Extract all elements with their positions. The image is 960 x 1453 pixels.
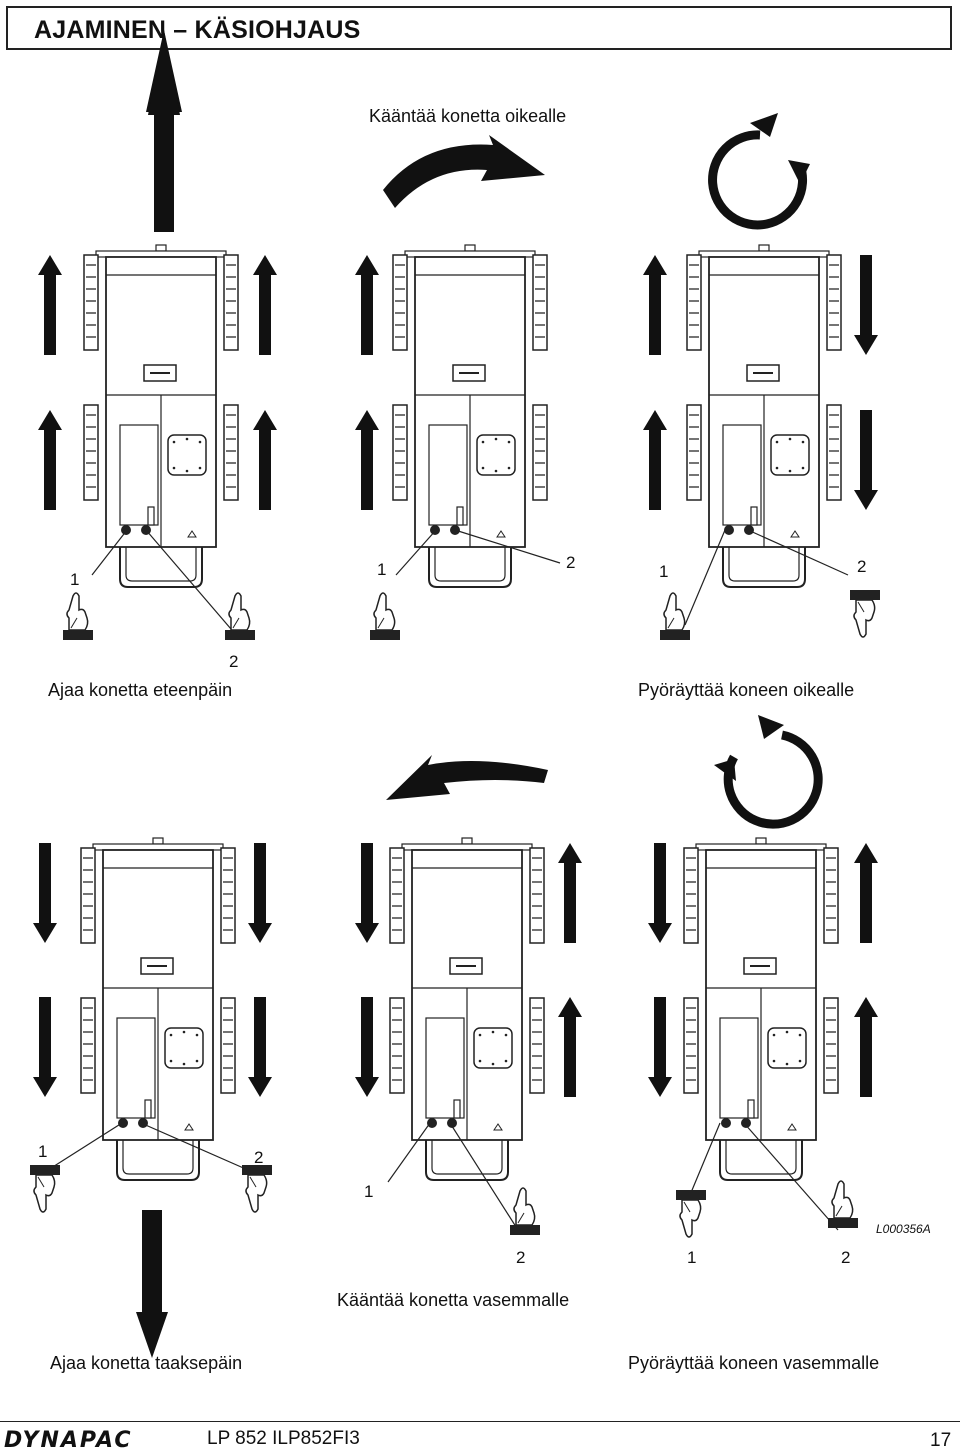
label-lever-2-b: 2: [566, 553, 576, 572]
caption-turn-right: Kääntää konetta oikealle: [369, 106, 567, 126]
label-lever-1-d: 1: [38, 1142, 48, 1161]
label-lever-2-f: 2: [841, 1248, 851, 1267]
label-lever-1-b: 1: [377, 560, 387, 579]
page-title: AJAMINEN – KÄSIOHJAUS: [34, 16, 361, 44]
page-number: 17: [930, 1430, 952, 1451]
figure-reference: L000356A: [876, 1222, 931, 1236]
caption-spin-left: Pyöräyttää koneen vasemmalle: [628, 1353, 880, 1373]
footer-rule: [0, 1421, 960, 1422]
dynapac-logo: DYNAPAC: [4, 1428, 133, 1453]
label-lever-2-a: 2: [229, 652, 239, 671]
page-title-box: AJAMINEN – KÄSIOHJAUS: [6, 6, 952, 50]
label-lever-2-e: 2: [516, 1248, 526, 1267]
steering-illustration: [29, 30, 881, 1358]
label-lever-1-e: 1: [364, 1182, 374, 1201]
caption-reverse: Ajaa konetta taaksepäin: [50, 1353, 243, 1373]
label-lever-2-c: 2: [857, 557, 867, 576]
label-lever-1-a: 1: [70, 570, 80, 589]
caption-turn-left: Kääntää konetta vasemmalle: [337, 1290, 570, 1310]
label-lever-1-f: 1: [687, 1248, 697, 1267]
caption-spin-right: Pyöräyttää koneen oikealle: [638, 680, 855, 700]
caption-forward: Ajaa konetta eteenpäin: [48, 680, 233, 700]
model-code: LP 852 ILP852FI3: [207, 1428, 360, 1449]
label-lever-2-d: 2: [254, 1148, 264, 1167]
label-lever-1-c: 1: [659, 562, 669, 581]
